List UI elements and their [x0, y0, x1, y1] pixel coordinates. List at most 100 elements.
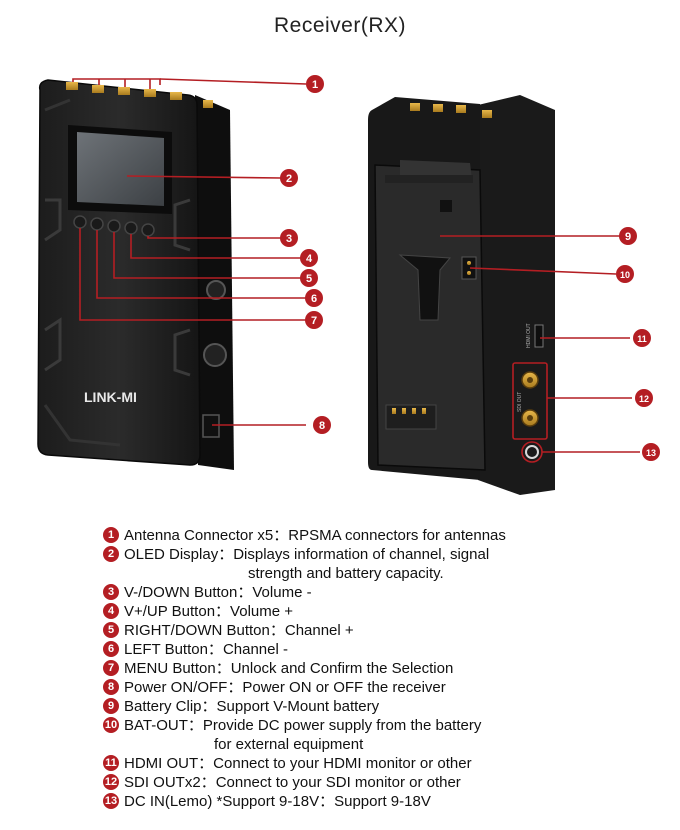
- legend-desc: Channel +: [284, 622, 354, 639]
- svg-text:1: 1: [312, 79, 318, 91]
- legend-desc: Volume -: [252, 584, 312, 601]
- legend-desc: Channel -: [222, 641, 288, 658]
- feature-legend: 1 Antenna Connector x5：RPSMA connectors f…: [103, 526, 663, 811]
- legend-item: 13 DC IN(Lemo) *Support 9-18V：Support 9-1…: [103, 792, 663, 811]
- legend-desc: Unlock and Confirm the Selection: [230, 660, 454, 677]
- legend-label: DC IN(Lemo) *Support 9-18V：: [124, 793, 335, 810]
- legend-item: 11 HDMI OUT：Connect to your HDMI monitor …: [103, 754, 663, 773]
- callout-4: 4: [300, 249, 318, 267]
- legend-item: 10 BAT-OUT：Provide DC power supply from t…: [103, 716, 663, 735]
- legend-badge: 7: [103, 660, 119, 676]
- right-down-button: [107, 219, 121, 233]
- legend-desc: Connect to your HDMI monitor or other: [213, 755, 472, 772]
- legend-item: 2 OLED Display：Displays information of ch…: [103, 545, 663, 564]
- legend-badge: 1: [103, 527, 119, 543]
- legend-label: LEFT Button：: [124, 641, 223, 658]
- legend-badge: 2: [103, 546, 119, 562]
- svg-text:8: 8: [319, 420, 325, 432]
- legend-desc: Support 9-18V: [334, 793, 431, 810]
- callout-6: 6: [305, 289, 323, 307]
- legend-badge: 8: [103, 679, 119, 695]
- legend-item: 5 RIGHT/DOWN Button：Channel +: [103, 621, 663, 640]
- legend-badge: 10: [103, 717, 119, 733]
- legend-badge: 4: [103, 603, 119, 619]
- svg-text:9: 9: [625, 231, 631, 243]
- legend-desc-continued: strength and battery capacity.: [248, 565, 444, 582]
- legend-badge: 12: [103, 774, 119, 790]
- svg-text:5: 5: [306, 273, 312, 285]
- legend-label: V-/DOWN Button：: [124, 584, 253, 601]
- menu-button: [73, 215, 87, 229]
- legend-label: BAT-OUT：: [124, 717, 203, 734]
- page-title: Receiver(RX): [273, 14, 407, 37]
- svg-text:3: 3: [286, 233, 292, 245]
- svg-text:6: 6: [311, 293, 317, 305]
- sdi-port-label: SDI OUT: [517, 392, 523, 412]
- oled-display: [77, 132, 164, 206]
- vminus-down-button: [141, 223, 155, 237]
- callout-2: 2: [280, 169, 298, 187]
- svg-text:4: 4: [306, 253, 313, 265]
- callout-13: 13: [642, 443, 660, 461]
- legend-item: 8 Power ON/OFF：Power ON or OFF the receiv…: [103, 678, 663, 697]
- hdmi-port-label: HDMI OUT: [526, 323, 532, 348]
- power-switch: [202, 414, 220, 438]
- legend-item: 9 Battery Clip：Support V-Mount battery: [103, 697, 663, 716]
- svg-text:12: 12: [639, 394, 649, 404]
- svg-text:2: 2: [286, 173, 292, 185]
- legend-label: Battery Clip：: [124, 698, 217, 715]
- legend-item: 6 LEFT Button：Channel -: [103, 640, 663, 659]
- hdmi-port: [534, 324, 544, 348]
- vplus-up-button: [124, 221, 138, 235]
- legend-label: OLED Display：: [124, 546, 234, 563]
- legend-item: 4 V+/UP Button：Volume +: [103, 602, 663, 621]
- legend-badge: 5: [103, 622, 119, 638]
- legend-label: RIGHT/DOWN Button：: [124, 622, 285, 639]
- legend-label: SDI OUTx2：: [124, 774, 216, 791]
- callout-5: 5: [300, 269, 318, 287]
- legend-desc: Provide DC power supply from the battery: [202, 717, 482, 734]
- dc-in-port: [525, 445, 539, 459]
- legend-item: 3 V-/DOWN Button：Volume -: [103, 583, 663, 602]
- legend-desc: RPSMA connectors for antennas: [288, 527, 506, 544]
- callout-12: 12: [635, 389, 653, 407]
- legend-desc: Power ON or OFF the receiver: [242, 679, 446, 696]
- legend-desc: Volume +: [230, 603, 294, 620]
- legend-item: 7 MENU Button：Unlock and Confirm the Sele…: [103, 659, 663, 678]
- legend-label: MENU Button：: [124, 660, 231, 677]
- callout-lines: [72, 78, 640, 463]
- receiver-back-view: HDMI OUT SDI OUT: [368, 95, 555, 495]
- brand-logo: LINK-MI: [84, 389, 137, 405]
- callout-7: 7: [305, 311, 323, 329]
- legend-badge: 9: [103, 698, 119, 714]
- legend-badge: 6: [103, 641, 119, 657]
- svg-text:13: 13: [646, 448, 656, 458]
- legend-label: Power ON/OFF：: [124, 679, 243, 696]
- callout-1: 1: [306, 75, 324, 93]
- product-illustration: LINK-MI HDMI OUT SDI O: [37, 75, 660, 495]
- legend-badge: 11: [103, 755, 119, 771]
- callout-3: 3: [280, 229, 298, 247]
- legend-badge: 13: [103, 793, 119, 809]
- legend-desc: Support V-Mount battery: [216, 698, 380, 715]
- legend-label: V+/UP Button：: [124, 603, 231, 620]
- antenna-connectors: [66, 82, 213, 108]
- callout-8: 8: [313, 416, 331, 434]
- callout-10: 10: [616, 265, 634, 283]
- legend-label: HDMI OUT：: [124, 755, 214, 772]
- callout-badges: 1 2 3 4 5 6 7 8 9 10 11 12 13: [280, 75, 660, 461]
- legend-badge: 3: [103, 584, 119, 600]
- left-button: [90, 217, 104, 231]
- svg-text:11: 11: [637, 334, 647, 344]
- legend-label: Antenna Connector x5：: [124, 527, 289, 544]
- receiver-front-view: LINK-MI: [37, 79, 234, 470]
- legend-item: 1 Antenna Connector x5：RPSMA connectors f…: [103, 526, 663, 545]
- svg-text:7: 7: [311, 315, 317, 327]
- svg-text:10: 10: [620, 270, 630, 280]
- legend-desc: Displays information of channel, signal: [233, 546, 490, 563]
- callout-9: 9: [619, 227, 637, 245]
- legend-desc: Connect to your SDI monitor or other: [215, 774, 461, 791]
- legend-desc-continued: for external equipment: [214, 736, 364, 753]
- legend-item: 12 SDI OUTx2：Connect to your SDI monitor …: [103, 773, 663, 792]
- callout-11: 11: [633, 329, 651, 347]
